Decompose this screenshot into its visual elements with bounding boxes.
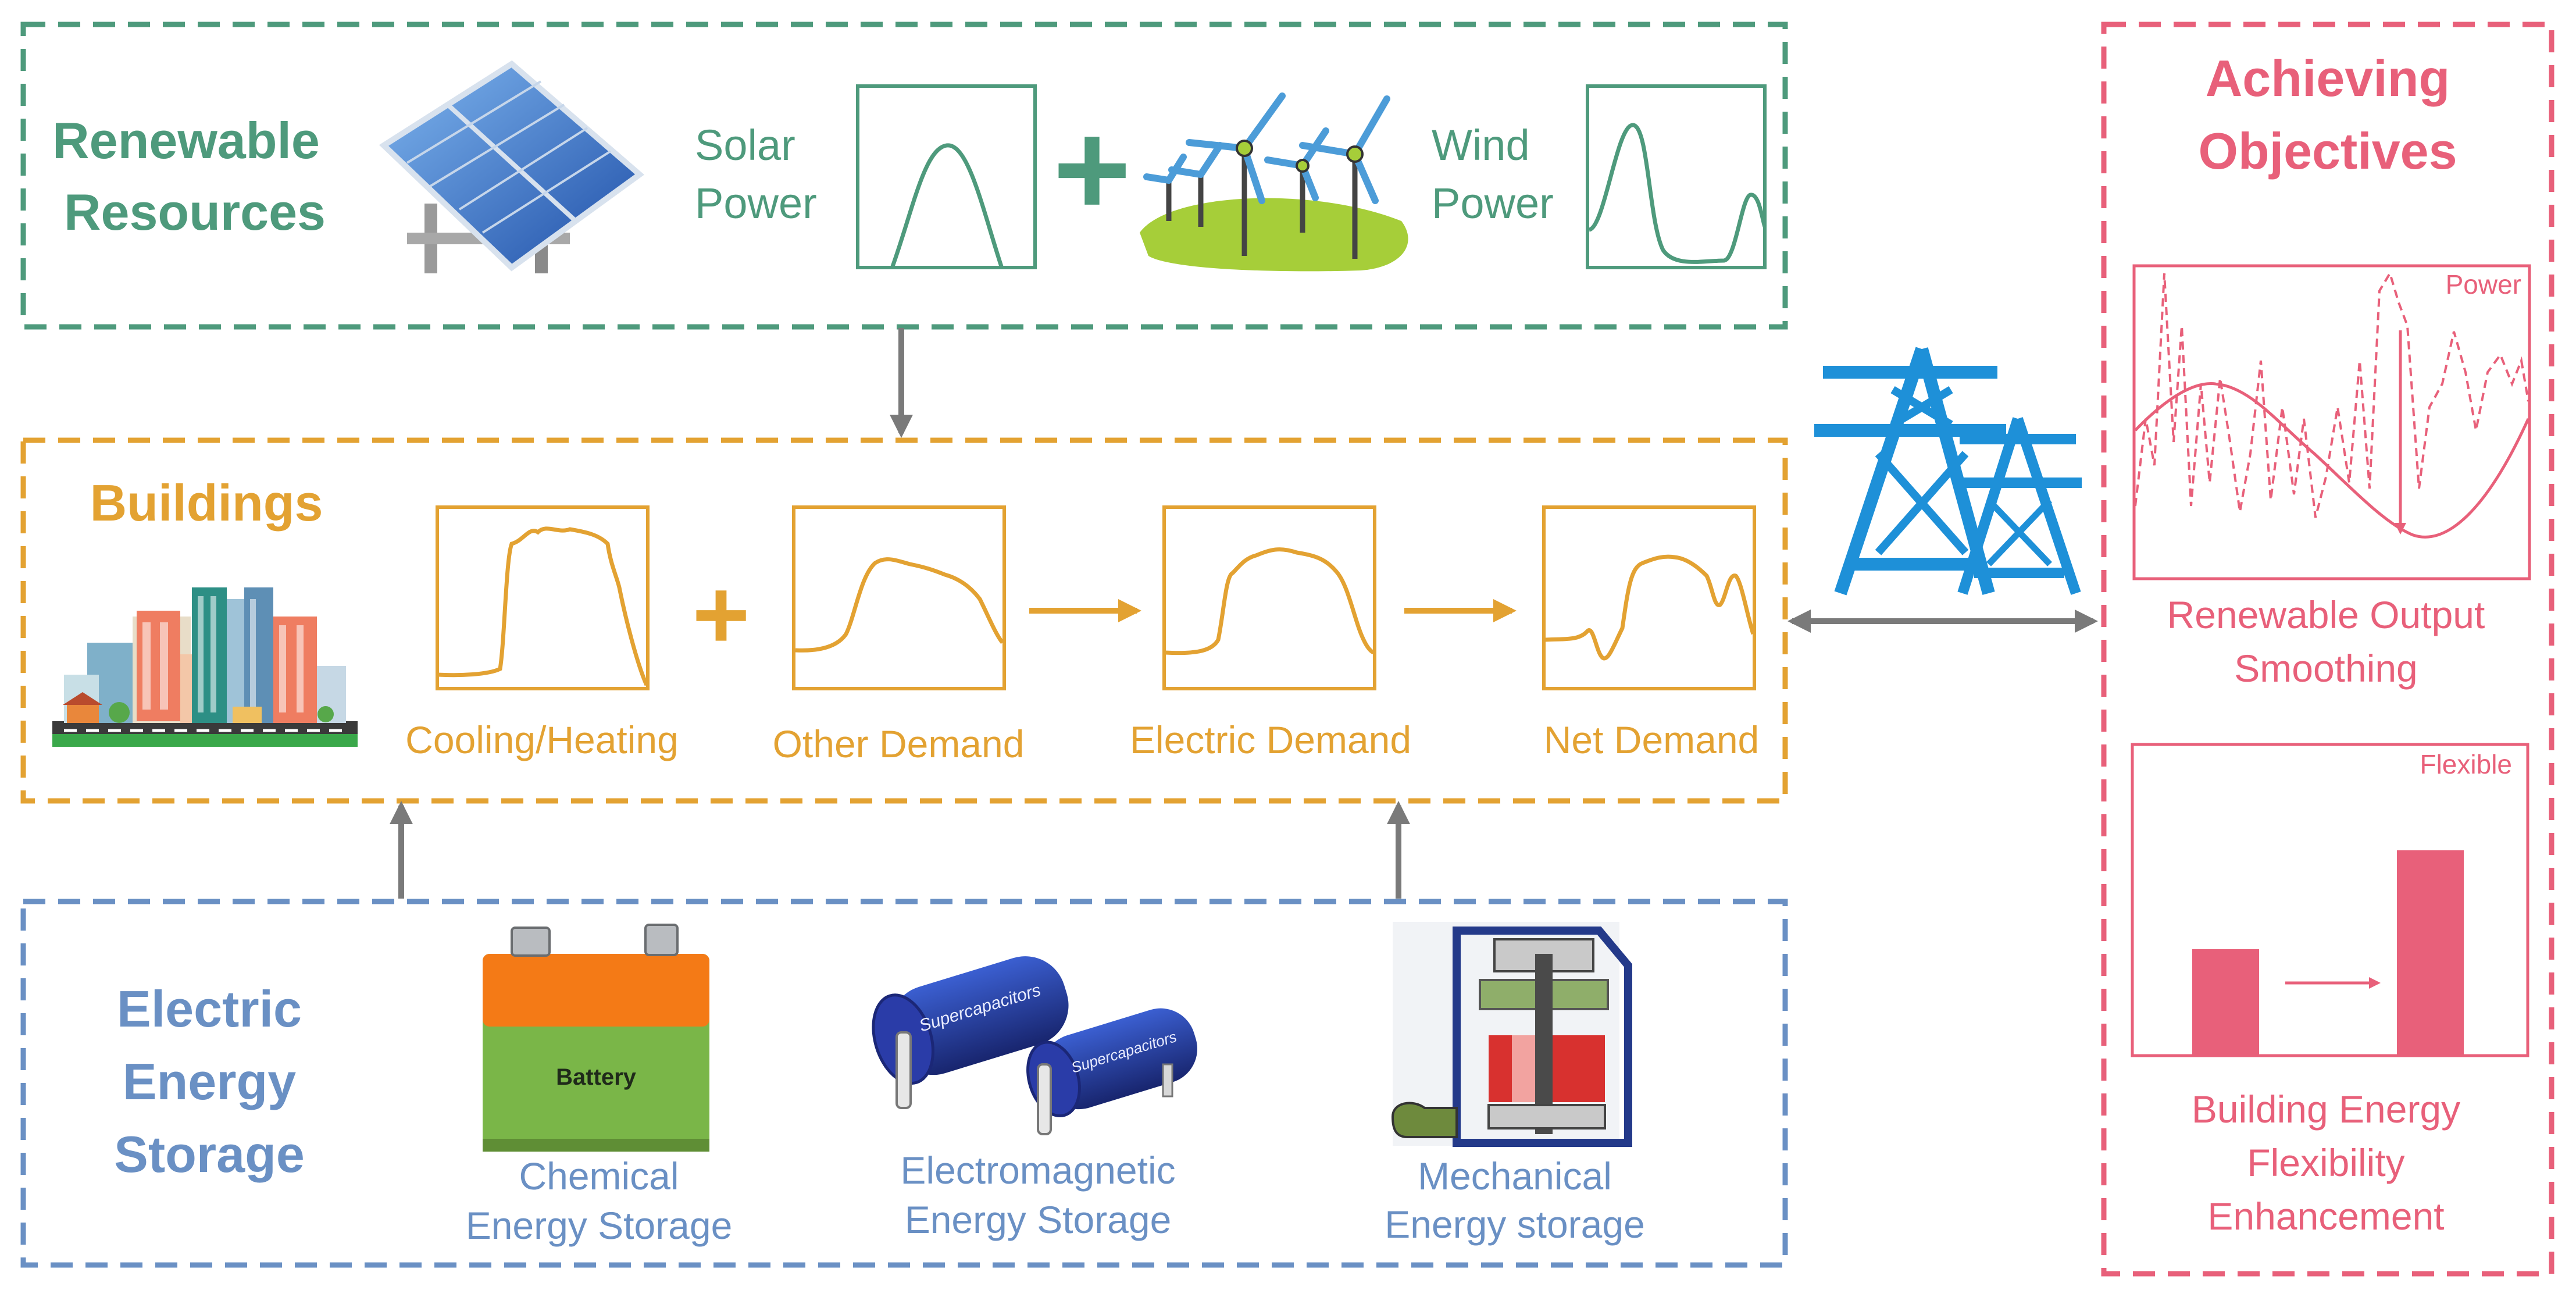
buildings-plus-sign: + [692,560,750,670]
storage-title-line1: Electric [117,980,302,1038]
objectives-section-border [2101,22,2554,1277]
flexibility-after-bar [2397,850,2464,1056]
solar-label-line1: Solar [695,121,795,169]
renewable-smoothing-chart: Power [2132,264,2531,580]
flexibility-label-line2: Flexibility [2247,1141,2404,1184]
renewable-resources-section: Renewable Resources Solar Power + [20,22,1788,330]
other-demand-chart [792,505,1006,690]
cooling-heating-label: Cooling/Heating [405,718,679,761]
chemical-storage-label-line2: Energy Storage [466,1204,733,1247]
electric-demand-chart [1162,505,1376,690]
renewable-section-border [20,22,1788,330]
storage-section-border [20,899,1788,1268]
buildings-section-border [20,437,1788,804]
solar-label-line2: Power [695,179,817,227]
net-demand-chart [1542,505,1756,690]
wind-label-line2: Power [1432,179,1554,227]
buildings-section: Buildings [20,437,1788,804]
chart2-corner-label: Flexible [2420,749,2512,779]
wind-power-chart [1586,84,1767,269]
electromagnetic-storage-label-line1: Electromagnetic [900,1149,1175,1192]
other-demand-label: Other Demand [773,722,1025,765]
solar-power-chart [856,84,1037,269]
flexibility-label-line3: Enhancement [2207,1195,2444,1238]
renewable-title-line2: Resources [64,183,326,241]
electric-energy-storage-section: Electric Energy Storage Battery Chemical… [20,899,1788,1268]
flexibility-enhancement-chart: Flexible [2131,743,2529,1057]
flywheel-icon [1391,922,1632,1147]
cooling-heating-chart [436,505,650,690]
city-buildings-icon [52,587,358,747]
mechanical-storage-label-line2: Energy storage [1385,1203,1645,1246]
mechanical-storage-label-line1: Mechanical [1418,1155,1612,1198]
renewable-smoothing-label-line2: Smoothing [2234,647,2418,690]
battery-icon: Battery [483,924,709,1152]
objectives-title-line2: Objectives [2198,122,2457,180]
achieving-objectives-section: Achieving Objectives Power Renewable Out… [2101,22,2554,1277]
flexibility-before-bar [2192,949,2259,1056]
battery-text: Battery [556,1064,637,1090]
objectives-title-line1: Achieving [2206,49,2450,107]
electric-demand-label: Electric Demand [1130,718,1411,761]
transmission-towers-icon [1814,347,2082,596]
flexibility-label-line1: Building Energy [2192,1088,2460,1131]
storage-title-line2: Energy [123,1053,296,1110]
wind-turbines-icon [1140,92,1408,272]
net-demand-label: Net Demand [1544,718,1760,761]
storage-title-line3: Storage [114,1125,305,1183]
wind-label-line1: Wind [1432,121,1530,169]
renewable-smoothing-label-line1: Renewable Output [2167,593,2485,636]
supercapacitors-icon: Supercapacitors Supercapacitors [872,956,1197,1135]
chart1-corner-label: Power [2446,269,2521,300]
buildings-title: Buildings [90,474,323,532]
electromagnetic-storage-label-line2: Energy Storage [905,1198,1172,1241]
renewable-plus-sign: + [1053,94,1131,244]
renewable-title-line1: Renewable [52,112,320,169]
solar-panel-icon [379,60,645,273]
chemical-storage-label-line1: Chemical [519,1155,679,1198]
